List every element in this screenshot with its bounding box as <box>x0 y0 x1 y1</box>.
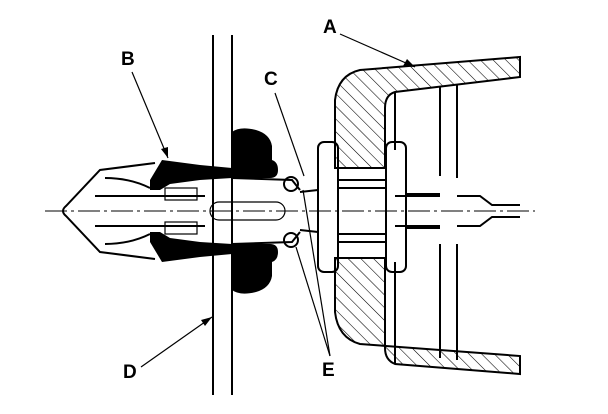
callout-c: C <box>264 69 278 90</box>
callout-e: E <box>322 360 335 381</box>
callout-d: D <box>123 362 137 383</box>
leader-lines <box>131 33 416 368</box>
callout-a: A <box>323 17 337 38</box>
shaft <box>299 141 440 273</box>
callout-b: B <box>121 49 135 70</box>
panel-d <box>212 35 233 395</box>
housing-a <box>334 55 521 376</box>
o-rings-e <box>283 176 299 248</box>
